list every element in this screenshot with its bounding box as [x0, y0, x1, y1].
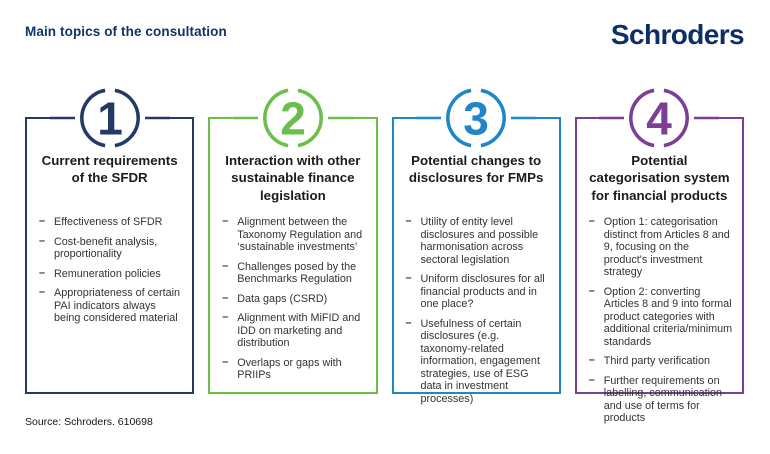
- svg-text:2: 2: [280, 92, 306, 144]
- list-item: Challenges posed by the Benchmarks Regul…: [222, 260, 367, 286]
- topic-title: Interaction with other sustainable finan…: [225, 153, 361, 203]
- page-title: Main topics of the consultation: [25, 24, 227, 39]
- schroders-logo: Schroders: [610, 19, 745, 50]
- list-item: Utility of entity level disclosures and …: [406, 215, 551, 266]
- list-item: Data gaps (CSRD): [222, 292, 367, 306]
- list-item: Remuneration policies: [39, 267, 184, 281]
- topic-column-4: 4 Potential categorisation system for fi…: [574, 88, 744, 424]
- topic-column-1: 1 Current requirements of the SFDR Effec…: [25, 88, 195, 394]
- svg-text:3: 3: [463, 92, 489, 144]
- list-item: Cost-benefit analysis, proportionality: [39, 235, 184, 261]
- list-item: Alignment with MiFID and IDD on marketin…: [222, 311, 367, 350]
- list-item: Effectiveness of SFDR: [39, 215, 184, 229]
- list-item: Usefulness of certain disclosures (e.g. …: [406, 317, 551, 406]
- source-note: Source: Schroders. 610698: [25, 416, 153, 428]
- list-item: Alignment between the Taxonomy Regulatio…: [222, 215, 367, 254]
- svg-text:4: 4: [647, 92, 673, 144]
- topics-columns: 1 Current requirements of the SFDR Effec…: [25, 88, 744, 424]
- list-item: Further requirements on labelling, commu…: [589, 374, 734, 425]
- topic-title: Current requirements of the SFDR: [41, 153, 178, 186]
- circle-number-3-icon: 3: [416, 88, 537, 148]
- list-item: Option 2: converting Articles 8 and 9 in…: [589, 285, 734, 349]
- topic-list: Utility of entity level disclosures and …: [399, 215, 554, 406]
- list-item: Option 1: categorisation distinct from A…: [589, 215, 734, 279]
- topic-list: Effectiveness of SFDR Cost-benefit analy…: [32, 215, 187, 325]
- topic-column-3: 3 Potential changes to disclosures for F…: [391, 88, 561, 405]
- list-item: Third party verification: [589, 354, 734, 368]
- list-item: Overlaps or gaps with PRIIPs: [222, 356, 367, 382]
- topic-column-2: 2 Interaction with other sustainable fin…: [208, 88, 378, 394]
- topic-list: Option 1: categorisation distinct from A…: [582, 215, 737, 425]
- list-item: Appropriateness of certain PAI indicator…: [39, 286, 184, 325]
- circle-number-1-icon: 1: [49, 88, 170, 148]
- topic-list: Alignment between the Taxonomy Regulatio…: [215, 215, 370, 382]
- topic-title: Potential changes to disclosures for FMP…: [408, 153, 544, 186]
- svg-text:1: 1: [97, 92, 123, 144]
- circle-number-2-icon: 2: [232, 88, 353, 148]
- topic-title: Potential categorisation system for fina…: [589, 153, 730, 203]
- circle-number-4-icon: 4: [599, 88, 720, 148]
- list-item: Uniform disclosures for all financial pr…: [406, 272, 551, 311]
